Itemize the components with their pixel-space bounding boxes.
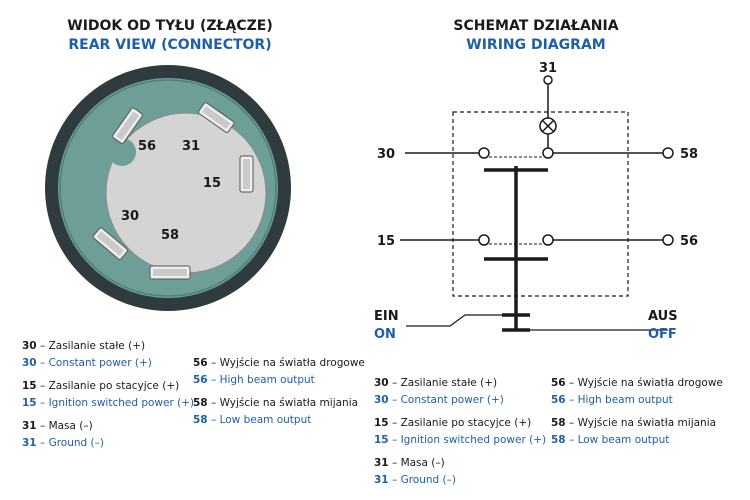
terminal-label-30: 30: [377, 147, 395, 162]
legend-item: 30 – Constant power (+): [22, 357, 152, 369]
pin-label-31: 31: [182, 139, 200, 154]
wiring-title-en: WIRING DIAGRAM: [466, 37, 605, 53]
rear-view-title-pl: WIDOK OD TYŁU (ZŁĄCZE): [67, 18, 272, 34]
legend-item: 30 – Zasilanie stałe (+): [374, 377, 498, 389]
switch-off-label-pl: AUS: [648, 309, 678, 324]
contact-15: [478, 234, 490, 246]
legend-item: 31 – Masa (–): [22, 420, 93, 432]
legend-item: 58 – Low beam output: [551, 434, 670, 446]
contact-56: [542, 234, 554, 246]
legend-right-inputs: 30 – Zasilanie stałe (+) 30 – Constant p…: [374, 375, 546, 489]
legend-item: 15 – Zasilanie po stacyjce (+): [374, 417, 532, 429]
terminal-58-node: [662, 147, 674, 159]
legend-item: 56 – High beam output: [193, 374, 315, 386]
pin-label-58: 58: [161, 228, 179, 243]
wiring-title-pl: SCHEMAT DZIAŁANIA: [453, 18, 618, 34]
legend-item: 30 – Zasilanie stałe (+): [22, 340, 146, 352]
blade-terminal: [92, 227, 128, 260]
connector-rear-view: 56 31 15 30 58: [45, 65, 291, 311]
connector-key-notch: [108, 138, 136, 166]
legend-item: 30 – Constant power (+): [374, 394, 504, 406]
switch-on-label-en: ON: [374, 327, 396, 342]
legend-item: 58 – Wyjście na światła mijania: [551, 417, 717, 429]
blade-terminal: [112, 107, 143, 144]
switch-off-label-en: OFF: [648, 327, 677, 342]
terminal-label-31: 31: [539, 61, 557, 76]
legend-item: 58 – Wyjście na światła mijania: [193, 397, 359, 409]
legend-right-outputs: 56 – Wyjście na światła drogowe 56 – Hig…: [551, 375, 723, 449]
connector-center-disk: [105, 112, 267, 274]
switch-housing: [452, 111, 629, 297]
legend-left-inputs: 30 – Zasilanie stałe (+) 30 – Constant p…: [22, 338, 194, 452]
terminal-label-15: 15: [377, 234, 395, 249]
legend-item: 31 – Ground (–): [22, 437, 104, 449]
terminal-label-58: 58: [680, 147, 698, 162]
switch-on-label-pl: EIN: [374, 309, 399, 324]
legend-item: 56 – Wyjście na światła drogowe: [551, 377, 723, 389]
pin-label-30: 30: [121, 209, 139, 224]
legend-item: 15 – Ignition switched power (+): [22, 397, 195, 409]
legend-item: 31 – Masa (–): [374, 457, 445, 469]
legend-item: 56 – Wyjście na światła drogowe: [193, 357, 365, 369]
legend-item: 15 – Zasilanie po stacyjce (+): [22, 380, 180, 392]
pin-label-15: 15: [203, 176, 221, 191]
blade-terminal: [149, 265, 191, 280]
terminal-56-node: [662, 234, 674, 246]
contact-58: [542, 147, 554, 159]
lamp-icon: [539, 117, 557, 135]
ein-lead: [406, 314, 502, 327]
legend-item: 15 – Ignition switched power (+): [374, 434, 547, 446]
legend-item: 58 – Low beam output: [193, 414, 312, 426]
legend-left-outputs: 56 – Wyjście na światła drogowe 56 – Hig…: [193, 355, 365, 429]
legend-item: 31 – Ground (–): [374, 474, 456, 486]
terminal-label-56: 56: [680, 234, 698, 249]
wiring-diagram: [400, 75, 674, 332]
terminal-31-node: [543, 75, 553, 85]
legend-item: 56 – High beam output: [551, 394, 673, 406]
contact-30: [478, 147, 490, 159]
rear-view-title-en: REAR VIEW (CONNECTOR): [68, 37, 271, 53]
blade-terminal: [198, 102, 235, 133]
blade-terminal: [239, 155, 254, 193]
pin-label-56: 56: [138, 139, 156, 154]
